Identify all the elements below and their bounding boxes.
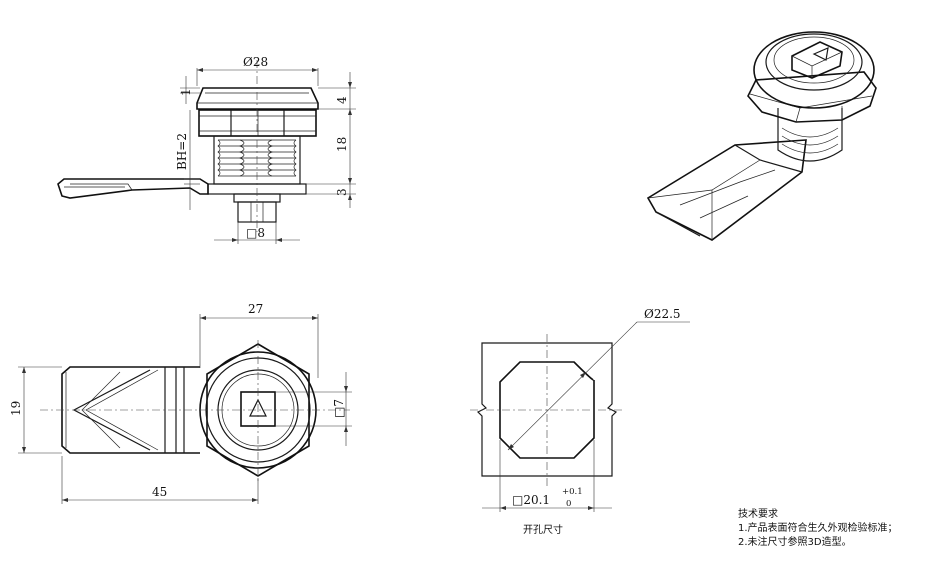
dim-tol-upper: +0.1 <box>562 487 583 497</box>
dim-sq20-1: □20.1 <box>512 493 550 507</box>
cap-outline <box>196 87 319 110</box>
iso-body <box>777 108 843 162</box>
notes-line-1: 1.产品表面符合生久外观检验标准； <box>738 523 898 534</box>
cutout-hole <box>499 361 595 459</box>
dim-4: 4 <box>335 96 349 104</box>
iso-square-key <box>791 41 843 79</box>
cutout-panel <box>476 342 618 477</box>
notes-line-2: 2.未注尺寸参照3D造型。 <box>738 537 852 548</box>
dim-19: 19 <box>9 401 23 416</box>
dim-sq8: □8 <box>246 226 265 240</box>
dim-1: 1 <box>179 88 193 96</box>
isometric-view <box>646 31 877 241</box>
dim-45: 45 <box>152 485 167 499</box>
hex-nut <box>198 109 317 137</box>
cutout-view: Ø22.5 □20.1 +0.1 0 <box>470 307 690 512</box>
dim-18: 18 <box>335 137 349 152</box>
cutout-caption: 开孔尺寸 <box>523 525 563 536</box>
dim-bh2: BH=2 <box>175 133 189 170</box>
dim-dia22-5: Ø22.5 <box>644 307 681 321</box>
iso-cam-arm <box>646 139 807 241</box>
iso-cap <box>753 31 875 109</box>
dim-sq7: □7 <box>332 399 346 418</box>
dim-dia28: Ø28 <box>243 55 268 69</box>
dim-3: 3 <box>335 188 349 196</box>
front-view: Ø28 1 4 18 3 BH=2 □8 <box>57 55 356 244</box>
cam-arm <box>57 178 209 199</box>
technical-notes: 技术要求 1.产品表面符合生久外观检验标准； 2.未注尺寸参照3D造型。 <box>738 508 898 550</box>
notes-title: 技术要求 <box>738 509 778 520</box>
plan-view: 27 19 45 □7 <box>9 302 352 504</box>
dim-tol-lower: 0 <box>566 499 571 509</box>
dim-27: 27 <box>248 302 263 316</box>
